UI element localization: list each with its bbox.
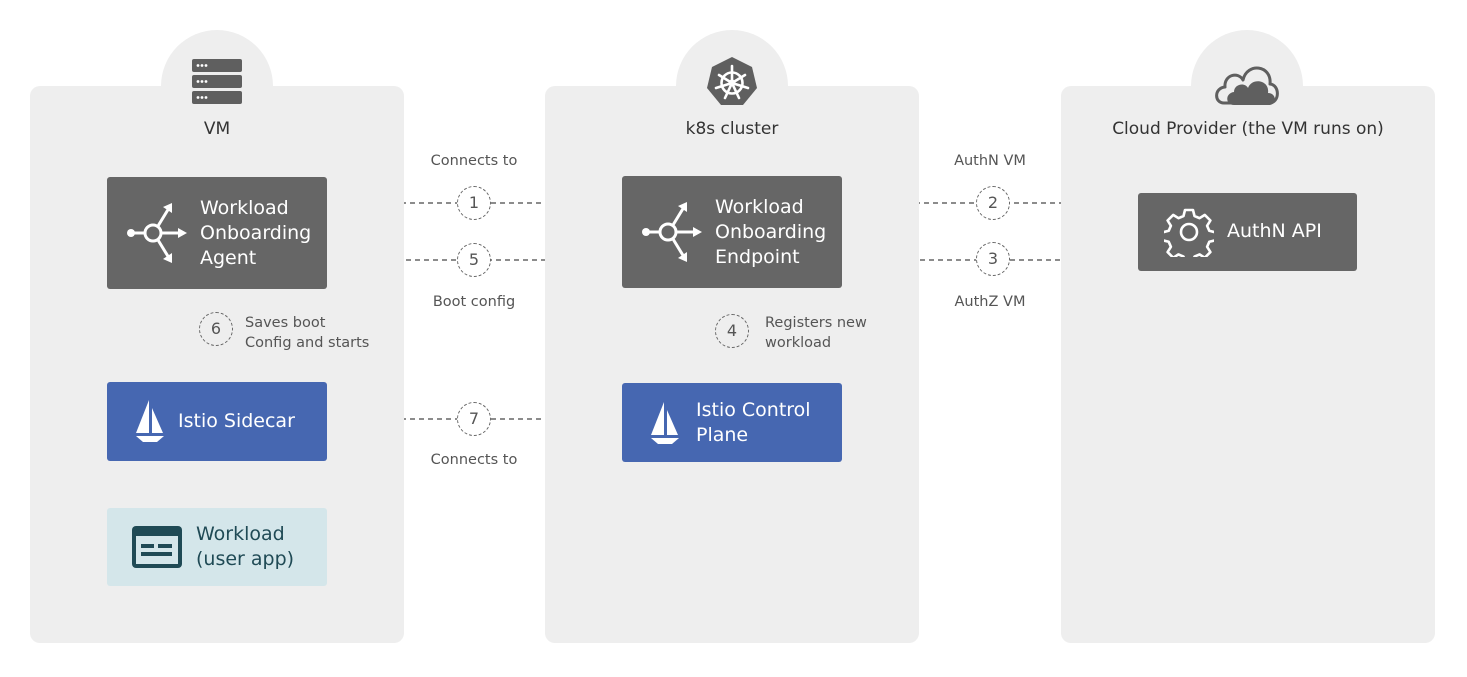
step-3-circle: 3 xyxy=(976,242,1010,276)
istio-control-plane-label: Istio Control Plane xyxy=(696,399,811,446)
step-6-label: Saves boot Config and starts xyxy=(245,315,370,351)
cloud-panel-title: Cloud Provider (the VM runs on) xyxy=(1112,119,1384,139)
cloud-icon xyxy=(1215,66,1279,105)
workload-onboarding-agent-box: Workload Onboarding Agent xyxy=(107,177,327,289)
step-1-label: Connects to xyxy=(430,153,518,169)
istio-sail-icon xyxy=(136,400,164,442)
step-4-label: Registers new workload xyxy=(765,315,867,351)
authn-api-box: AuthN API xyxy=(1138,193,1357,271)
workload-onboarding-icon xyxy=(642,202,702,262)
authn-api-label: AuthN API xyxy=(1227,220,1322,242)
vm-panel-title: VM xyxy=(203,119,231,139)
workload-user-app-box: Workload (user app) xyxy=(107,508,327,586)
workload-onboarding-endpoint-box: Workload Onboarding Endpoint xyxy=(622,176,842,288)
gear-icon xyxy=(1164,208,1214,257)
workload-user-app-label: Workload (user app) xyxy=(196,523,295,570)
step-1-circle: 1 xyxy=(457,186,491,220)
step-4-circle: 4 xyxy=(715,314,749,348)
workload-onboarding-endpoint-label: Workload Onboarding Endpoint xyxy=(715,196,827,268)
step-2-circle: 2 xyxy=(976,186,1010,220)
step-5-circle: 5 xyxy=(457,243,491,277)
kubernetes-helm-icon xyxy=(707,57,757,105)
step-5-label: Boot config xyxy=(432,294,516,310)
step-6-circle: 6 xyxy=(199,312,233,346)
istio-sidecar-box: Istio Sidecar xyxy=(107,382,327,461)
istio-sidecar-label: Istio Sidecar xyxy=(178,410,295,432)
step-3-label: AuthZ VM xyxy=(954,294,1026,310)
step-7-label: Connects to xyxy=(430,452,518,468)
k8s-panel xyxy=(545,86,919,643)
step-7-circle: 7 xyxy=(457,402,491,436)
server-icon xyxy=(192,59,242,104)
workload-onboarding-agent-label: Workload Onboarding Agent xyxy=(200,197,312,269)
cloud-panel xyxy=(1061,86,1435,643)
workload-onboarding-icon xyxy=(127,203,187,263)
k8s-panel-title: k8s cluster xyxy=(685,119,779,139)
step-2-label: AuthN VM xyxy=(954,153,1026,169)
istio-control-plane-box: Istio Control Plane xyxy=(622,383,842,462)
app-window-icon xyxy=(132,526,182,568)
istio-sail-icon xyxy=(651,402,679,444)
